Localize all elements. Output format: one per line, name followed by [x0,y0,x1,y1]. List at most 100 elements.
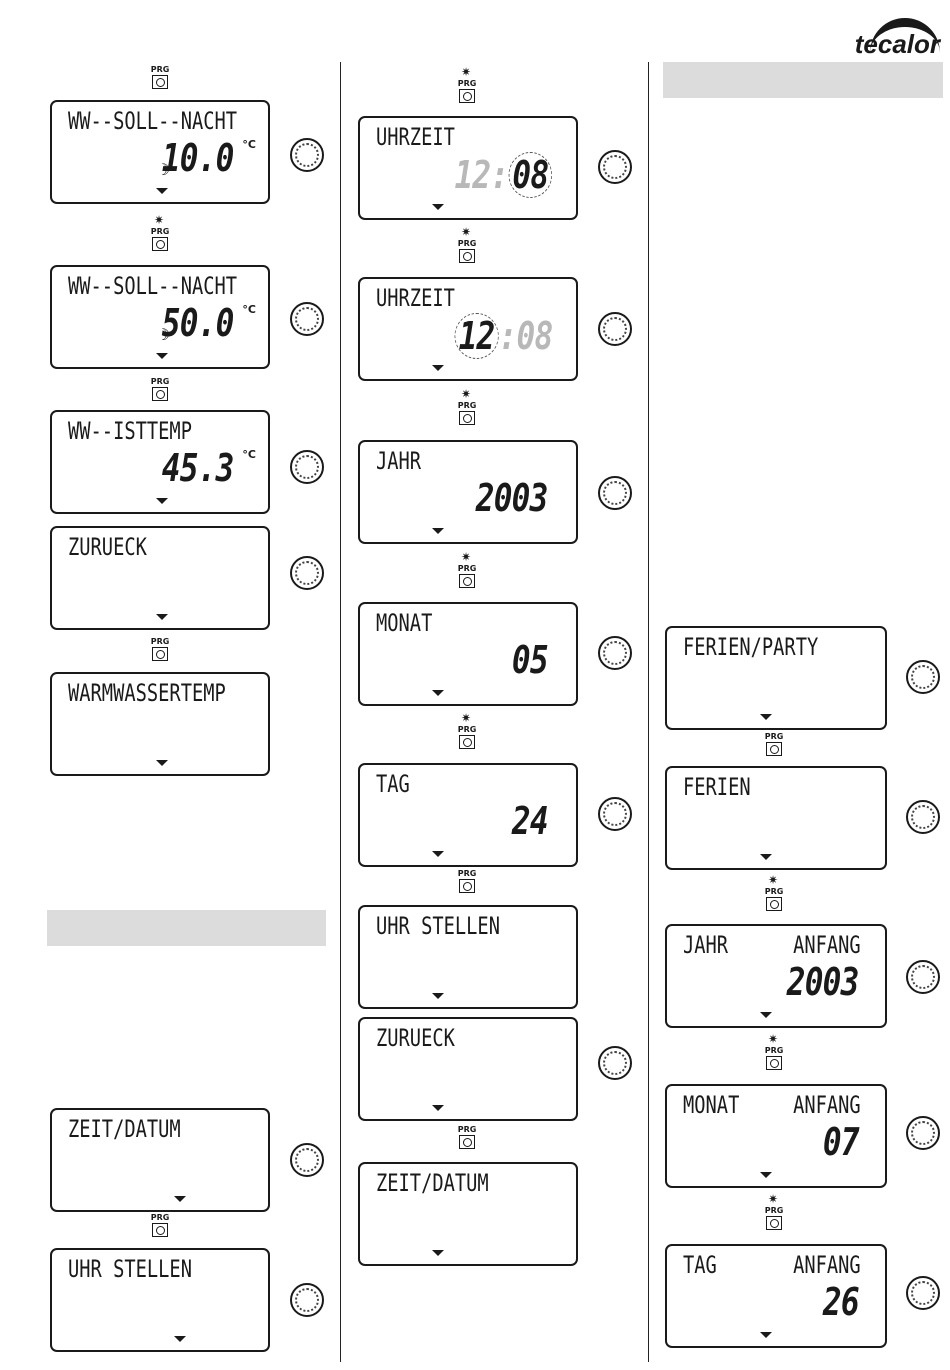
lcd-display: WARMWASSERTEMP [50,672,270,776]
time-hour-blinking: 12 [454,313,499,359]
down-arrow-icon [156,188,168,194]
rotary-knob-icon[interactable] [906,1276,940,1310]
down-arrow-icon [432,1250,444,1256]
lcd-display: FERIEN [665,766,887,870]
prg-button-icon [152,647,168,661]
prg-button[interactable]: PRG [150,1214,170,1237]
lcd-display: WW--SOLL--NACHT ☽ 50.0 °C [50,265,270,369]
prg-button[interactable]: ✷PRG [457,66,477,103]
down-arrow-icon [432,1105,444,1111]
down-arrow-icon [156,498,168,504]
prg-button[interactable]: PRG [150,638,170,661]
prg-button[interactable]: PRG [457,1126,477,1149]
lcd-line1-right: ANFANG [793,931,861,959]
prg-button-icon [152,75,168,89]
lcd-value: 26 [823,1280,860,1324]
rotary-knob-icon[interactable] [598,1046,632,1080]
prg-button[interactable]: ✷PRG [764,1193,784,1230]
lcd-time: 12:08 [454,152,552,198]
blink-sun-icon: ✷ [461,225,472,239]
rotary-knob-icon[interactable] [598,636,632,670]
prg-button[interactable]: PRG [150,66,170,89]
lcd-line1: ZEIT/DATUM [376,1169,489,1197]
moon-icon: ☽ [156,325,171,344]
prg-button[interactable]: ✷PRG [150,214,170,251]
blink-sun-icon: ✷ [461,387,472,401]
prg-button[interactable]: PRG [457,870,477,893]
lcd-display: ZEIT/DATUM [358,1162,578,1266]
lcd-value: 2003 [476,476,549,520]
logo-arc-icon [870,18,940,61]
rotary-knob-icon[interactable] [906,800,940,834]
lcd-display: MONAT 05 [358,602,578,706]
blink-sun-icon: ✷ [461,550,472,564]
lcd-value: 2003 [787,960,860,1004]
prg-button-icon [459,411,475,425]
prg-button[interactable]: ✷PRG [457,388,477,425]
down-arrow-icon [760,854,772,860]
lcd-line1: UHR STELLEN [376,912,500,940]
rotary-knob-icon[interactable] [598,150,632,184]
lcd-line1: UHRZEIT [376,123,455,151]
lcd-line1: TAG [376,770,410,798]
prg-button-icon [459,1135,475,1149]
lcd-line1-right: ANFANG [793,1091,861,1119]
rotary-knob-icon[interactable] [906,660,940,694]
time-hour: 12 [454,153,491,197]
prg-button[interactable]: ✷PRG [457,551,477,588]
time-minute-blinking: 08 [507,152,552,198]
down-arrow-icon [432,365,444,371]
lcd-line1-right: ANFANG [793,1251,861,1279]
lcd-line1: FERIEN/PARTY [683,633,819,661]
prg-button[interactable]: PRG [150,378,170,401]
rotary-knob-icon[interactable] [906,1116,940,1150]
section-bar [47,910,326,946]
blink-sun-icon: ✷ [768,873,779,887]
rotary-knob-icon[interactable] [906,960,940,994]
lcd-display: UHR STELLEN [50,1248,270,1352]
down-arrow-icon [156,760,168,766]
prg-button[interactable]: ✷PRG [457,226,477,263]
lcd-display: JAHR ANFANG 2003 [665,924,887,1028]
down-arrow-icon [156,353,168,359]
prg-button-icon [152,237,168,251]
lcd-line1: MONAT [376,609,433,637]
down-arrow-icon [174,1196,186,1202]
prg-button[interactable]: ✷PRG [764,874,784,911]
prg-button[interactable]: ✷PRG [457,712,477,749]
rotary-knob-icon[interactable] [290,1283,324,1317]
rotary-knob-icon[interactable] [290,1143,324,1177]
blink-sun-icon: ✷ [461,65,472,79]
down-arrow-icon [432,204,444,210]
prg-button[interactable]: PRG [764,733,784,756]
blink-sun-icon: ✷ [768,1192,779,1206]
prg-button-icon [766,1056,782,1070]
rotary-knob-icon[interactable] [290,450,324,484]
column-divider [648,62,649,1362]
tecalor-logo: tecalor [820,18,940,60]
rotary-knob-icon[interactable] [290,138,324,172]
lcd-line1: TAG [683,1251,717,1279]
column-divider [340,62,341,1362]
lcd-time: 12:08 [454,313,553,359]
prg-button[interactable]: ✷PRG [764,1033,784,1070]
moon-icon: ☽ [156,160,171,179]
lcd-display: ZURUECK [358,1017,578,1121]
lcd-line1: FERIEN [683,773,751,801]
rotary-knob-icon[interactable] [290,302,324,336]
down-arrow-icon [432,851,444,857]
blink-sun-icon: ✷ [768,1032,779,1046]
down-arrow-icon [174,1336,186,1342]
prg-button-icon [459,89,475,103]
lcd-unit: °C [242,138,256,151]
lcd-line1: WARMWASSERTEMP [68,679,226,707]
lcd-value: 07 [823,1120,860,1164]
lcd-display: MONAT ANFANG 07 [665,1084,887,1188]
prg-button-icon [152,387,168,401]
rotary-knob-icon[interactable] [598,797,632,831]
rotary-knob-icon[interactable] [290,556,324,590]
rotary-knob-icon[interactable] [598,312,632,346]
lcd-value: 50.0 [162,301,235,345]
lcd-line1: ZURUECK [68,533,147,561]
rotary-knob-icon[interactable] [598,476,632,510]
